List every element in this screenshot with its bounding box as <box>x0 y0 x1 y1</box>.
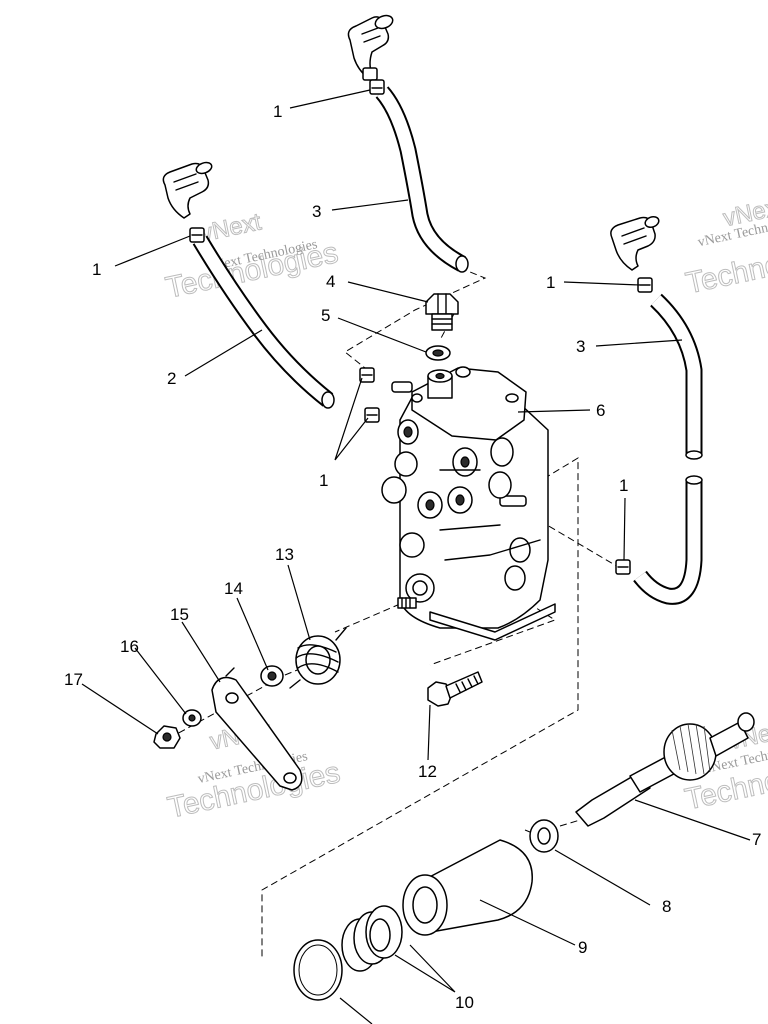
hose-clamp <box>369 79 385 95</box>
callout-3: 3 <box>576 337 585 356</box>
assembly-dashed-lines <box>174 267 621 960</box>
watermark-upper-right: vNext Technologies vNext Technologies <box>682 193 768 301</box>
flat-washer-14 <box>260 665 284 687</box>
drive-gear-shaft <box>575 712 755 827</box>
hose-clamp <box>189 227 205 243</box>
elbow-fitting-left <box>162 161 213 219</box>
callout-4: 4 <box>326 272 335 291</box>
elbow-fitting-right <box>610 215 660 271</box>
callout-12: 12 <box>418 762 437 781</box>
callout-2: 2 <box>167 369 176 388</box>
compression-spring-set <box>341 905 403 972</box>
callout-1: 1 <box>92 260 101 279</box>
callout-17: 17 <box>64 670 83 689</box>
callout-15: 15 <box>170 605 189 624</box>
callout-1: 1 <box>619 476 628 495</box>
leader-lines <box>81 89 751 1024</box>
gear-teeth <box>671 723 711 775</box>
callout-labels: 1 1 3 2 4 5 1 6 1 3 1 13 14 15 16 17 12 … <box>64 102 761 1012</box>
banjo-bolt <box>425 293 459 331</box>
hose-lower-right <box>633 475 703 605</box>
torsion-spring <box>289 627 347 689</box>
callout-6: 6 <box>596 401 605 420</box>
hose-2-left <box>192 235 335 409</box>
hose-clamp <box>615 559 631 575</box>
o-ring <box>293 939 343 1001</box>
hose-clamp <box>359 367 375 383</box>
callout-10: 10 <box>455 993 474 1012</box>
callout-1: 1 <box>273 102 282 121</box>
callout-1: 1 <box>546 273 555 292</box>
bushing-sleeve <box>402 839 533 936</box>
callout-14: 14 <box>224 579 243 598</box>
callout-7: 7 <box>752 830 761 849</box>
sealing-washer <box>425 345 451 361</box>
callout-16: 16 <box>120 637 139 656</box>
hose-clamp <box>364 407 380 423</box>
mounting-bolt <box>427 671 483 707</box>
hose-clamp <box>637 277 653 293</box>
callout-8: 8 <box>662 897 671 916</box>
callout-5: 5 <box>321 306 330 325</box>
lock-washer <box>182 709 202 727</box>
callout-9: 9 <box>578 938 587 957</box>
callout-1: 1 <box>319 471 328 490</box>
hose-3-right <box>650 293 703 460</box>
oil-pump-body <box>381 366 556 641</box>
hose-3-top <box>375 86 469 273</box>
hex-nut <box>153 725 181 749</box>
elbow-fitting-top <box>347 14 394 81</box>
callout-3: 3 <box>312 202 321 221</box>
callout-13: 13 <box>275 545 294 564</box>
thrust-washer <box>529 819 559 853</box>
